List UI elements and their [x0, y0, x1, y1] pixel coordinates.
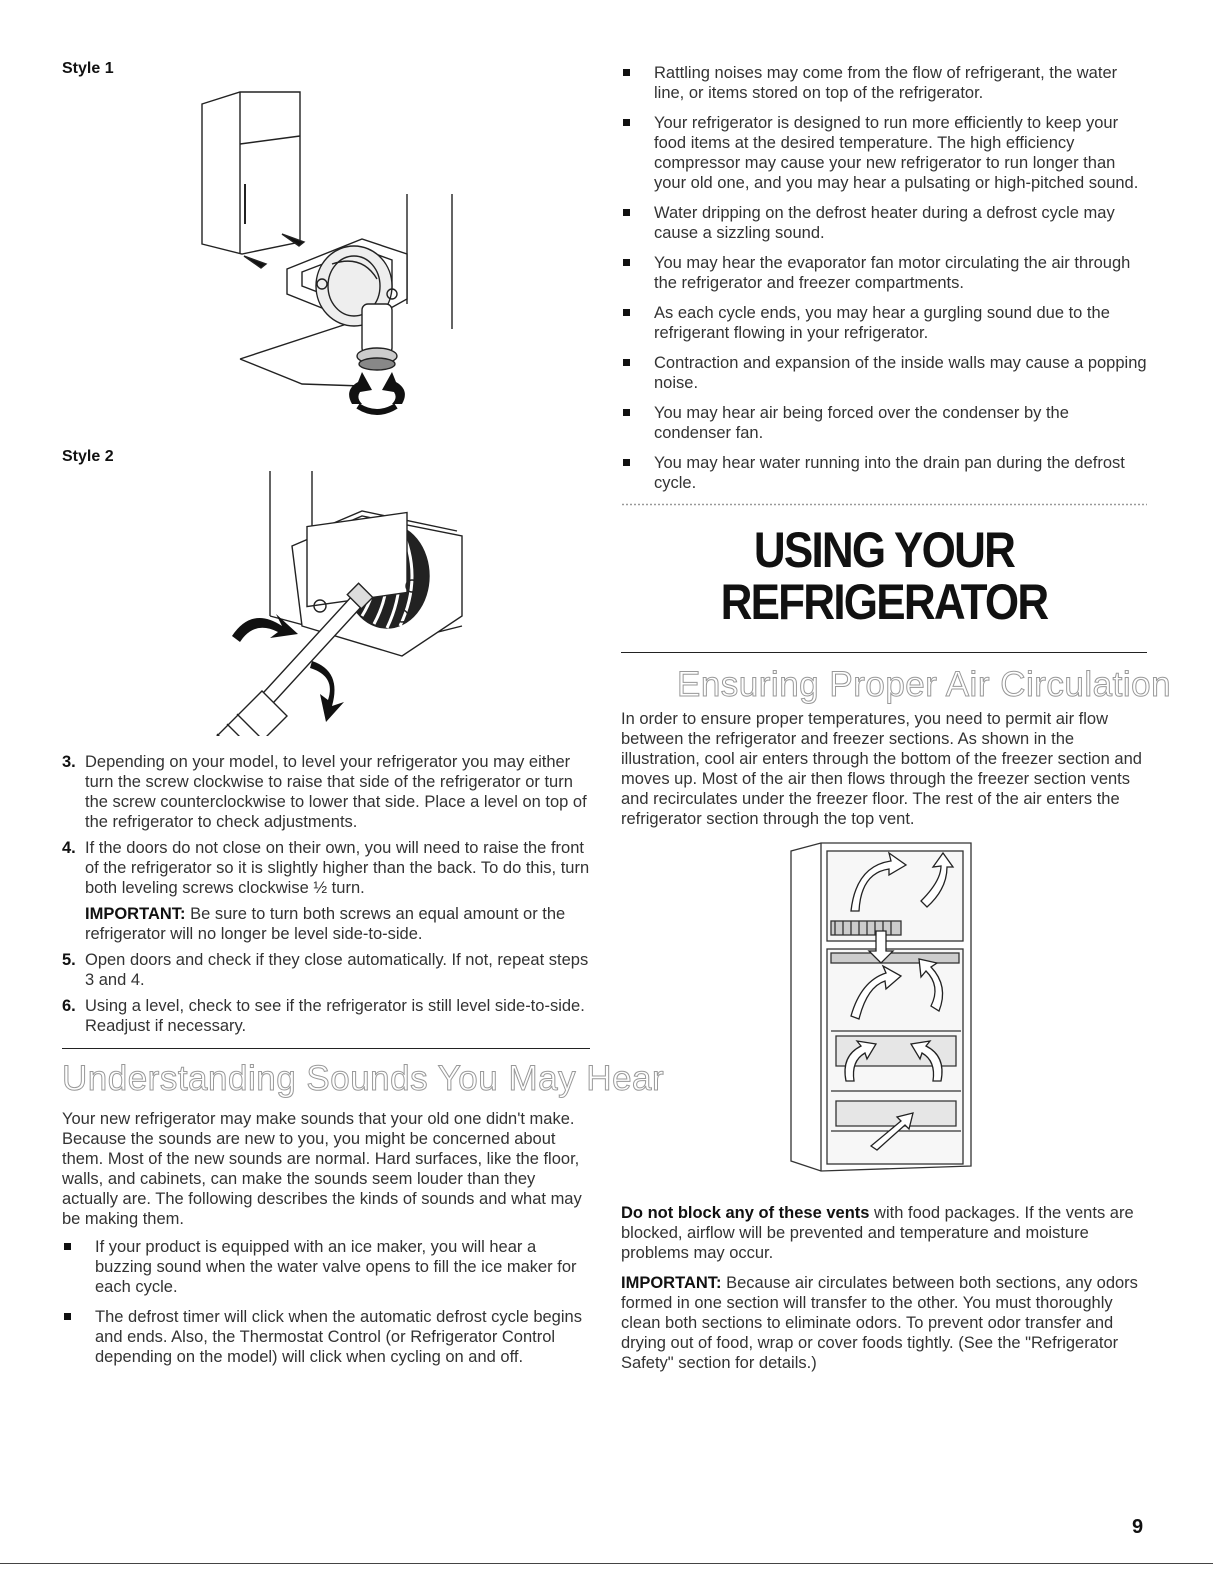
- right-column: Rattling noises may come from the flow o…: [621, 63, 1172, 1373]
- leveling-steps: 3. Depending on your model, to level you…: [62, 752, 590, 1036]
- air-circulation-text: In order to ensure proper temperatures, …: [621, 710, 1142, 828]
- airflow-arrow-icon: [844, 851, 955, 1151]
- sounds-heading: Understanding Sounds You May Hear: [62, 1059, 665, 1099]
- bullet-icon: [64, 1313, 71, 1320]
- bullet-icon: [623, 309, 630, 316]
- bullet-icon: [623, 69, 630, 76]
- bullet-icon: [64, 1243, 71, 1250]
- step-item: 6. Using a level, check to see if the re…: [62, 997, 585, 1035]
- list-item: Your refrigerator is designed to run mor…: [621, 113, 1147, 193]
- list-item: Rattling noises may come from the flow o…: [621, 63, 1147, 103]
- style-1-label: Style 1: [62, 60, 114, 77]
- step-item: 5. Open doors and check if they close au…: [62, 951, 589, 989]
- vents-warning: Do not block any of these vents with foo…: [621, 1204, 1134, 1262]
- list-item: Contraction and expansion of the inside …: [621, 353, 1147, 393]
- rotation-arrow-icon: [232, 614, 344, 722]
- style-2-label: Style 2: [62, 448, 114, 465]
- list-item: You may hear the evaporator fan motor ci…: [621, 253, 1147, 293]
- section-divider: [621, 652, 1147, 653]
- left-column: Style 1: [62, 60, 665, 1377]
- list-item: If your product is equipped with an ice …: [62, 1237, 590, 1297]
- list-item: Water dripping on the defrost heater dur…: [621, 203, 1147, 243]
- air-circulation-illustration: [790, 842, 972, 1172]
- style-2-illustration: [216, 471, 463, 736]
- footer-rule: [0, 1563, 1213, 1564]
- important-note: IMPORTANT: Because air circulates betwee…: [621, 1274, 1138, 1372]
- list-item: You may hear air being forced over the c…: [621, 403, 1147, 443]
- section-divider: [62, 1048, 590, 1049]
- section-title: USING YOUR REFRIGERATOR: [720, 522, 1050, 630]
- style-1-illustration: [201, 91, 453, 415]
- air-circulation-heading: Ensuring Proper Air Circulation: [677, 665, 1172, 705]
- bullet-icon: [623, 119, 630, 126]
- list-item: The defrost timer will click when the au…: [62, 1307, 590, 1367]
- bullet-icon: [623, 459, 630, 466]
- rotation-arrow-icon: [349, 372, 405, 415]
- list-item: You may hear water running into the drai…: [621, 453, 1147, 493]
- bullet-icon: [623, 209, 630, 216]
- list-item: As each cycle ends, you may hear a gurgl…: [621, 303, 1147, 343]
- step-item: 3. Depending on your model, to level you…: [62, 753, 587, 831]
- sounds-list-left: If your product is equipped with an ice …: [62, 1237, 590, 1367]
- dotted-divider: [621, 503, 1147, 506]
- sounds-list-right: Rattling noises may come from the flow o…: [621, 63, 1147, 493]
- step-item: 4. If the doors do not close on their ow…: [62, 839, 590, 943]
- bullet-icon: [623, 359, 630, 366]
- bullet-icon: [623, 409, 630, 416]
- page-number: 9: [1132, 1516, 1144, 1538]
- bullet-icon: [623, 259, 630, 266]
- sounds-intro: Your new refrigerator may make sounds th…: [62, 1110, 582, 1228]
